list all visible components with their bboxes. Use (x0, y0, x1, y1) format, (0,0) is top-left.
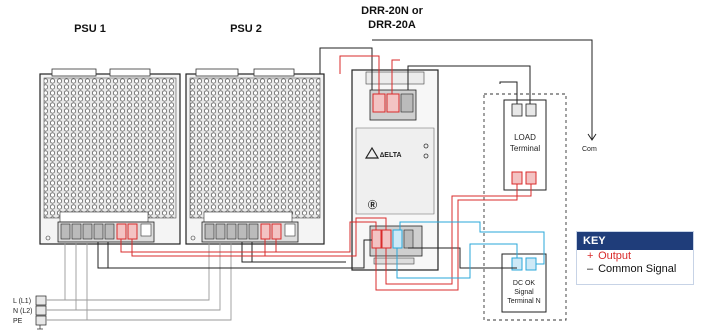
common-wires (97, 39, 597, 269)
ac-pe-label: PE (13, 318, 23, 325)
psu-1-title: PSU 1 (74, 23, 106, 35)
dcok-label-line2: Signal (514, 289, 534, 296)
ac-wires (46, 242, 232, 321)
load-enclosure (483, 93, 567, 321)
ac-n-label: N (L2) (13, 308, 32, 315)
com-label: Com (582, 146, 597, 153)
key-common-symbol: – (587, 263, 594, 275)
key-title: KEY (577, 232, 693, 250)
key-output-row: + Output (577, 250, 693, 263)
key-output-symbol: + (587, 250, 594, 262)
svg-text:Ⓡ: Ⓡ (368, 199, 377, 210)
ac-input-block (35, 295, 47, 330)
redundancy-module: ∆ELTA Ⓡ (351, 69, 439, 271)
dcok-label-line1: DC OK (513, 280, 536, 287)
load-label-line2: Terminal (510, 144, 540, 153)
output-wires (120, 55, 532, 291)
key-legend: KEY + Output – Common Signal (576, 231, 694, 285)
ac-l-label: L (L1) (13, 298, 31, 305)
psu-2-title: PSU 2 (230, 23, 262, 35)
psu-1 (39, 68, 181, 245)
module-title-line2: DRR-20A (368, 19, 416, 31)
key-output-label: Output (598, 250, 632, 262)
key-common-label: Common Signal (598, 263, 677, 275)
module-title-line1: DRR-20N or (361, 5, 423, 17)
dcok-label-line3: Terminal N (507, 298, 540, 305)
psu-1-terminal-block (57, 221, 155, 243)
load-label-line1: LOAD (514, 133, 536, 142)
psu-2-terminal-block (201, 221, 299, 243)
key-common-row: – Common Signal (577, 263, 693, 276)
svg-text:∆ELTA: ∆ELTA (380, 152, 402, 159)
signal-wires (396, 221, 545, 279)
psu-2 (185, 68, 325, 245)
